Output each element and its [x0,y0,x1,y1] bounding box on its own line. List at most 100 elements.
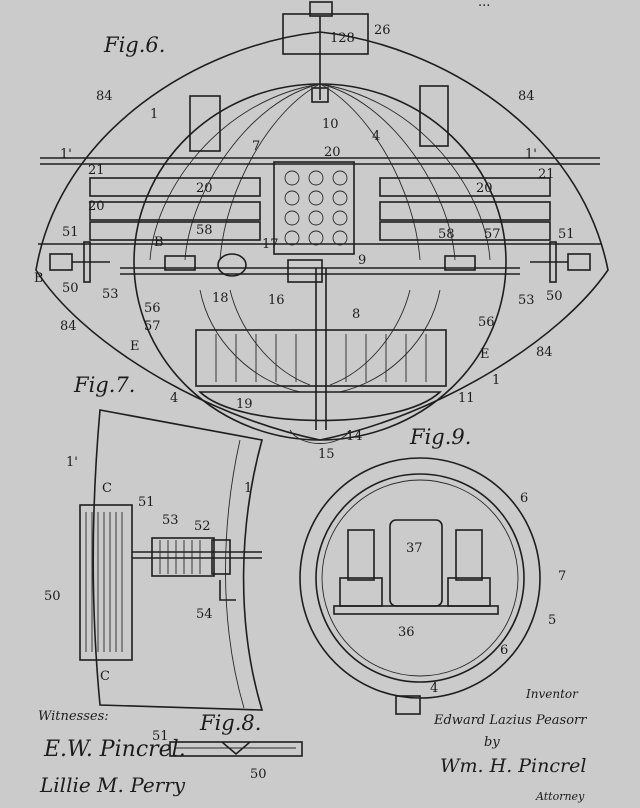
fig6-drawing [35,1,609,444]
inventor-name: Edward Lazius Peasorr [433,713,587,728]
fig6-window-left [189,95,221,152]
fig6-label: 19 [236,397,253,412]
fig6-label: 16 [268,293,285,308]
header-fragment: ... [478,0,490,10]
fig6-label: 57 [484,227,501,242]
fig6-label: E [130,339,140,354]
fig7-label: 50 [44,589,61,604]
fig6-label: 1' [525,147,537,162]
fig6-label: 51 [62,225,79,240]
fig9-right-cylinder [455,529,483,581]
witnesses-block: Witnesses: E.W. Pincrel. Lillie M. Perry [38,709,186,797]
fig6-label: 1 [150,107,158,122]
fig6-gear-right [444,255,476,271]
fig6-ballast-tank [195,329,447,387]
fig6-tank-cells [215,334,427,382]
fig6-label: 26 [374,23,391,38]
witness-signature-1: E.W. Pincrel. [43,737,186,762]
fig7-label: 53 [162,513,179,528]
fig9-label: 4 [430,681,438,696]
fig7-bracket [219,580,236,601]
fig7-title: Fig.7. [73,373,135,397]
fig6-label: 84 [60,319,77,334]
fig7-tank-hatching [85,512,123,652]
fig6-battery-cells [284,170,348,246]
by-text: by [484,735,500,750]
fig6-title: Fig.6. [103,33,165,57]
fig6-label: E [480,347,490,362]
fig6-shaft-housing [287,259,323,283]
fig7-drawing [79,409,264,711]
witness-signature-2: Lillie M. Perry [39,773,186,797]
fig9-inner-ring [315,473,525,683]
fig6-label: 20 [196,181,213,196]
fig6-label: B [154,235,164,250]
fig6-gear-left [164,255,196,271]
fig6-top-tower [282,13,369,55]
fig9-center-cabinet [389,519,443,607]
fig6-label: 10 [322,117,339,132]
fig6-label: 14 [346,429,363,444]
fig6-label: 17 [262,237,279,252]
fig6-label: 58 [196,223,213,238]
inventor-block: Inventor Edward Lazius Peasorr by Wm. H.… [433,687,587,803]
fig6-label: 20 [476,181,493,196]
fig9-title: Fig.9. [409,425,471,449]
fig9-left-engine [339,577,383,607]
attorney-label: Attorney [535,790,585,803]
fig7-label: C [100,669,110,684]
fig6-label: 53 [102,287,119,302]
fig6-label: 20 [324,145,341,160]
fig6-tower-cap [309,1,333,17]
fig6-label: 50 [546,289,563,304]
fig6-cylinders [89,177,551,241]
fig9-label: 37 [406,541,423,556]
fig6-keel-tip [289,429,351,444]
fig8-label: 51 [152,729,169,744]
fig6-label: 7 [252,139,260,154]
fig6-window-right [419,85,449,147]
fig7-label: 1' [66,455,78,470]
fig6-label: 50 [62,281,79,296]
fig7-label: 52 [194,519,211,534]
fig6-label: 57 [144,319,161,334]
fig9-drawing [299,457,541,715]
witnesses-heading: Witnesses: [38,709,109,724]
fig9-left-cylinder [347,529,375,581]
fig9-labels: Fig.9. 6 37 7 5 6 36 4 [398,425,566,696]
fig9-right-engine [447,577,491,607]
fig6-label: B [34,271,44,286]
fig6-label: 20 [88,199,105,214]
fig6-propeller-left [49,241,110,283]
fig6-label: 21 [538,167,555,182]
fig8-drawing [169,741,303,757]
fig6-label: 53 [518,293,535,308]
fig6-label: 11 [458,391,475,406]
fig6-label: 21 [88,163,105,178]
fig6-propeller-right [530,241,591,283]
fig6-label: 1' [60,147,72,162]
attorney-signature: Wm. H. Pincrel [440,755,586,777]
fig6-outer-hull [35,31,609,441]
fig7-hull-section [92,409,264,711]
fig6-label: 15 [318,447,335,462]
fig9-label: 5 [548,613,556,628]
fig7-labels: Fig.7. 1' 1 C C 51 53 52 50 54 [44,373,252,684]
fig6-label: 8 [352,307,360,322]
fig7-coupling [211,539,231,575]
fig7-label: 1 [244,481,252,496]
fig9-label: 7 [558,569,566,584]
fig6-label: 51 [558,227,575,242]
fig6-label: 84 [536,345,553,360]
fig8-label: 50 [250,767,267,782]
fig7-motor [151,537,215,577]
fig7-label: 51 [138,495,155,510]
fig6-label: 4 [372,129,380,144]
fig6-motor-left [217,253,247,277]
fig9-label: 6 [520,491,528,506]
fig6-label: 9 [358,253,366,268]
fig6-label: 4 [170,391,178,406]
fig8-plate [169,741,303,757]
fig7-label: C [102,481,112,496]
